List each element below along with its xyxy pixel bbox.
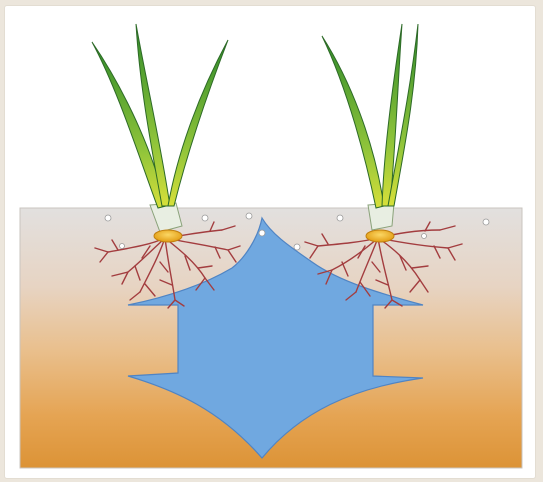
seed-icon [154, 230, 182, 242]
seed-icon [366, 230, 394, 242]
